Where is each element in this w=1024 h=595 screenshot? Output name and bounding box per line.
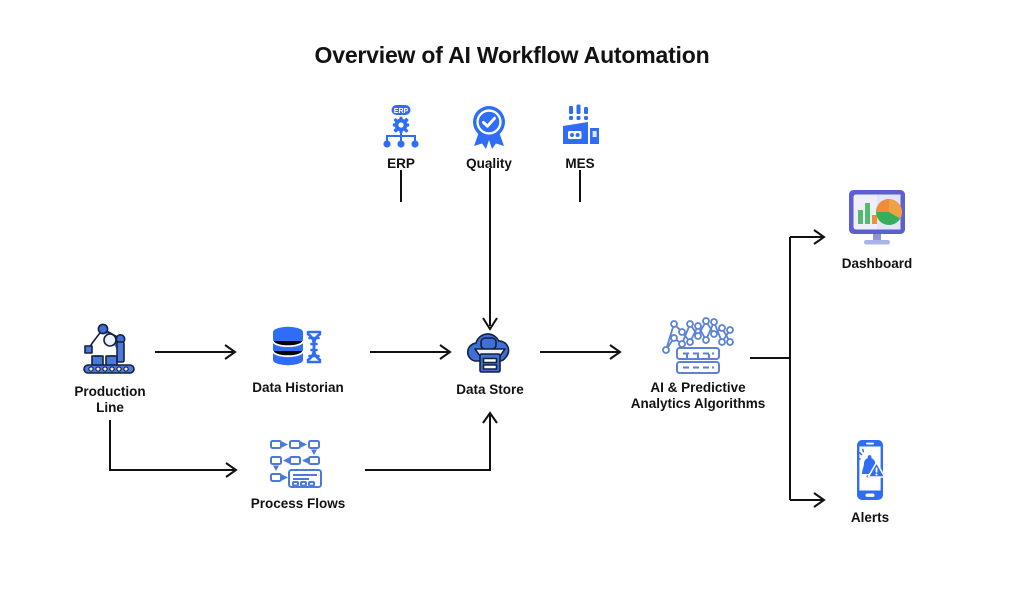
node-process-flows-label: Process Flows [250,496,346,511]
quality-award-badge-icon [466,104,512,150]
svg-text:ERP: ERP [394,108,409,115]
node-alerts-label: Alerts [850,510,890,525]
connector-ai-analytics-to-dashboard-and-alerts [750,229,826,508]
dashboard-monitor-chart-icon [845,188,909,250]
connector-data-historian-to-data-store [370,344,452,360]
data-historian-database-dna-icon [268,322,328,374]
node-process-flows[interactable]: Process Flows [237,438,359,512]
connector-production-line-to-data-historian [155,344,237,360]
node-ai-analytics[interactable]: AI & Predictive Analytics Algorithms [613,312,783,413]
production-line-robot-arm-icon [79,322,141,378]
node-erp[interactable]: ERP ERP [371,104,431,172]
connector-erp-stub [400,170,402,202]
alerts-phone-bell-icon [845,438,895,504]
node-ai-analytics-label: AI & Predictive Analytics Algorithms [630,380,766,412]
node-production-line-label: Production Line [74,384,146,416]
connector-mes-stub [579,170,581,202]
process-flows-flowchart-icon [269,438,327,490]
node-data-store[interactable]: Data Store [440,330,540,398]
node-quality-label: Quality [466,156,512,171]
page-title: Overview of AI Workflow Automation [314,42,710,68]
node-quality[interactable]: Quality [453,104,525,172]
node-mes-label: MES [565,156,595,171]
node-data-historian-label: Data Historian [252,380,344,395]
erp-hierarchy-icon: ERP [379,104,423,150]
node-data-historian[interactable]: Data Historian [237,322,359,396]
node-dashboard-label: Dashboard [841,256,913,271]
connector-process-flows-to-data-store [365,411,498,471]
mes-factory-icon [557,104,603,150]
node-alerts[interactable]: Alerts [818,438,922,526]
node-dashboard[interactable]: Dashboard [818,188,936,272]
connector-data-store-to-ai-analytics [540,344,622,360]
ai-neural-network-server-icon [661,312,735,374]
node-erp-label: ERP [387,156,415,171]
connector-quality-to-data-store [482,168,498,331]
node-mes[interactable]: MES [549,104,611,172]
connector-production-line-to-process-flows [109,420,238,478]
node-production-line[interactable]: Production Line [55,322,165,417]
data-store-cloud-server-icon [462,330,518,376]
node-data-store-label: Data Store [456,382,524,397]
